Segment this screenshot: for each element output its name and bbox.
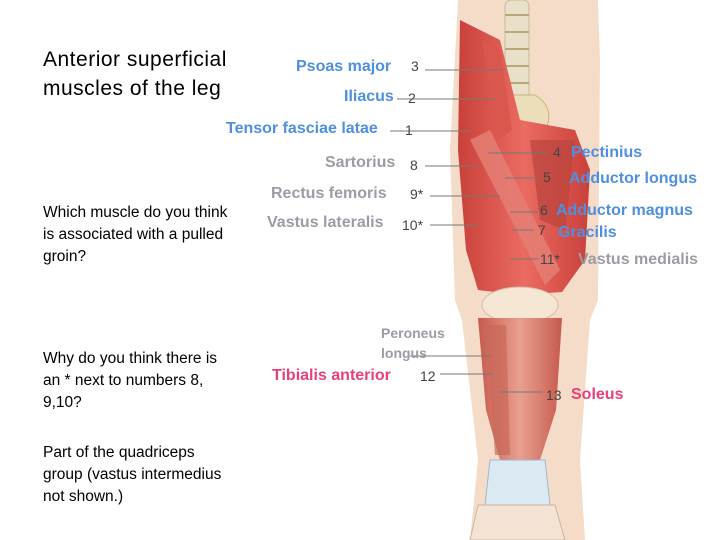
label-pectinius: Pectinius [571,144,643,161]
label-iliacus: Iliacus [344,88,394,105]
label-tensor-fasciae-latae: Tensor fasciae latae [226,120,378,137]
label-rectus-femoris: Rectus femoris [271,185,387,202]
number-13: 13 [546,387,562,403]
number-3: 3 [411,58,419,74]
number-12: 12 [420,368,436,384]
label-adductor-magnus: Adductor magnus [556,202,693,219]
number-6: 6 [540,202,548,218]
label-sartorius: Sartorius [325,154,396,171]
label-soleus: Soleus [571,386,624,403]
number-8: 8 [410,157,418,173]
label-psoas-major: Psoas major [296,58,392,75]
number-2: 2 [408,90,416,106]
question-asterisk: Why do you think there is an * next to n… [43,350,218,411]
foot [469,504,566,540]
number-10: 10* [402,217,424,233]
label-vastus-medialis: Vastus medialis [578,251,699,268]
label-peroneus-longus: Peroneus longus [381,325,445,361]
label-adductor-longus: Adductor longus [569,170,697,187]
number-4: 4 [553,144,561,160]
tibialis-strip [486,325,510,455]
question-pulled-groin: Which muscle do you think is associated … [43,204,228,265]
number-1: 1 [405,122,413,138]
note-quadriceps: Part of the quadriceps group (vastus int… [43,444,222,505]
label-vastus-lateralis: Vastus lateralis [267,214,384,231]
label-gracilis: Gracilis [558,224,617,241]
adductor-group [530,140,575,230]
number-7: 7 [538,222,546,238]
number-11: 11* [540,251,560,267]
sartorius-strip [470,130,560,285]
psoas-muscle [482,40,512,140]
number-5: 5 [543,169,551,185]
slide-title: Anterior superficial muscles of the leg [43,48,227,100]
label-tibialis-anterior: Tibialis anterior [272,367,391,384]
number-9: 9* [410,186,424,202]
